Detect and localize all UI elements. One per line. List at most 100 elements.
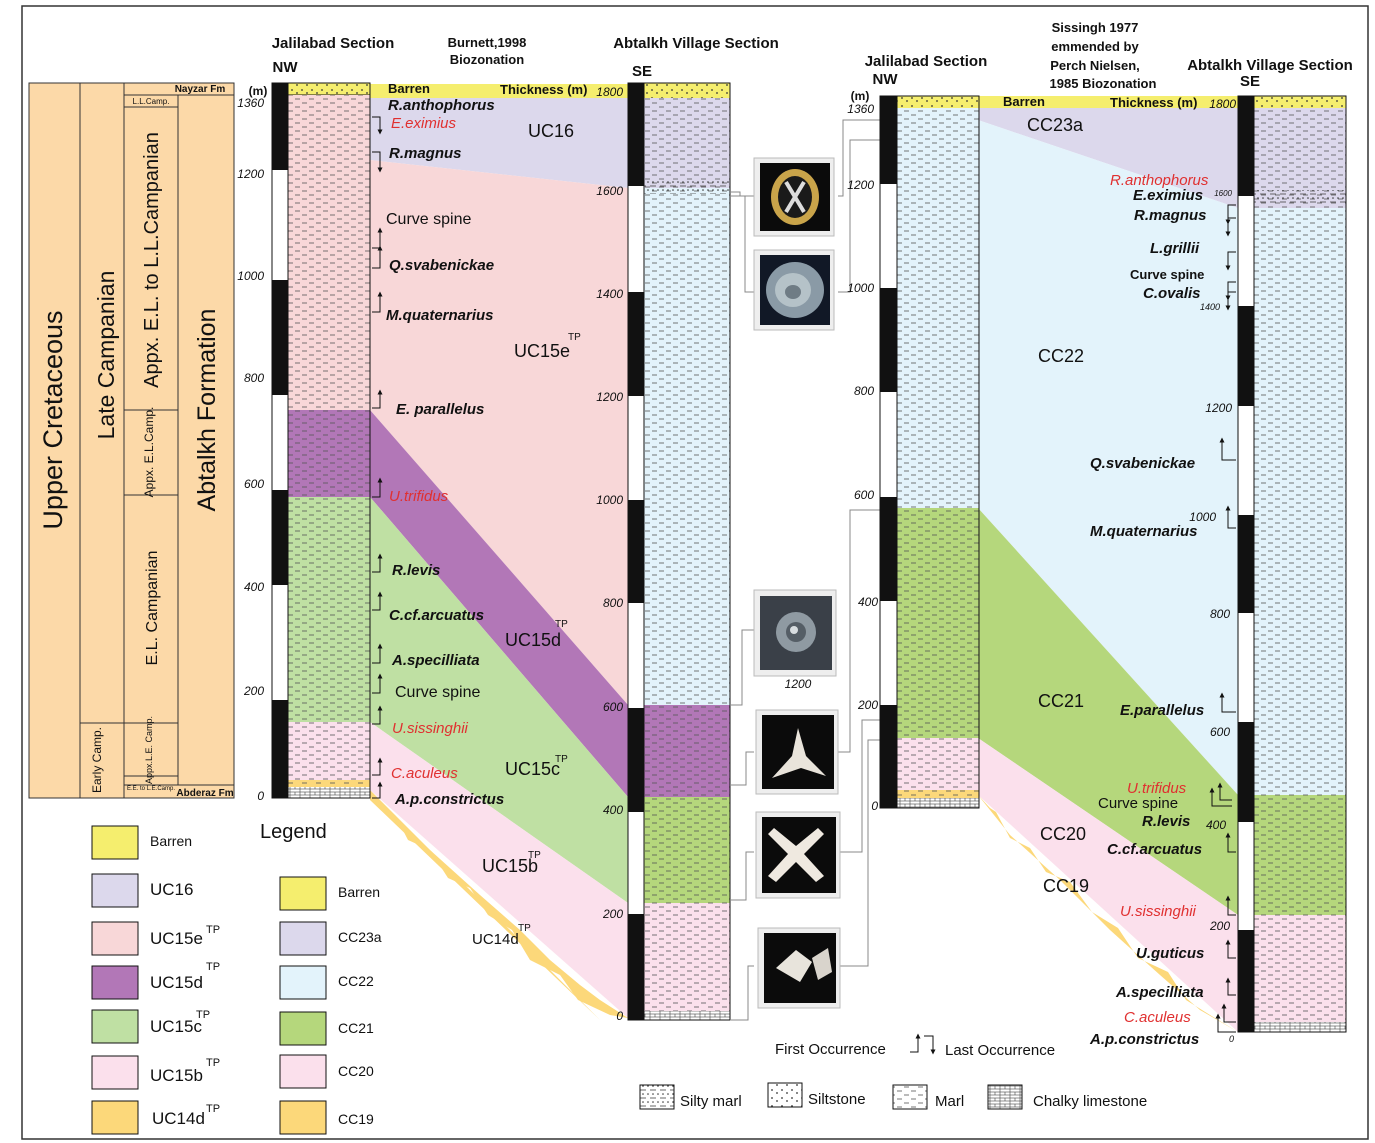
last-occurrence-icon xyxy=(924,1035,936,1055)
right-jalilabad-dir: NW xyxy=(873,71,899,88)
right-jal-tick: 1000 xyxy=(847,281,874,295)
left-headers: Jalilabad Section NW Burnett,1998 Biozon… xyxy=(249,35,779,98)
left-jal-barren-pattern xyxy=(288,83,370,95)
right-sp-q-svabenickae: Q.svabenickae xyxy=(1090,455,1195,472)
left-abt-tick-labels: 1800 1600 1400 1200 1000 800 600 400 200… xyxy=(596,85,623,1023)
left-sp-m-quaternarius: M.quaternarius xyxy=(386,307,494,324)
right-sp-a-p-constrictus: A.p.constrictus xyxy=(1089,1031,1199,1048)
right-jal-black-2 xyxy=(880,288,897,392)
left-sp-q-svabenickae: Q.svabenickae xyxy=(389,257,494,274)
right-jal-tick: 0 xyxy=(871,799,878,813)
zone-uc15b-tp: TP xyxy=(528,850,541,861)
microfossil-photos: 1200 xyxy=(730,119,880,1021)
right-sp-e-parallelus: E.parallelus xyxy=(1120,702,1204,719)
left-abt-tick: 1000 xyxy=(596,493,623,507)
legend-label: CC21 xyxy=(338,1020,374,1036)
burnett-subtitle: Biozonation xyxy=(450,52,524,67)
left-jalilabad-title: Jalilabad Section xyxy=(272,35,395,52)
left-abt-siltymarl xyxy=(644,180,730,194)
left-sp-c-cf-arcuatus: C.cf.arcuatus xyxy=(389,607,484,624)
left-species-markers xyxy=(372,116,383,799)
right-jal-tick: 800 xyxy=(854,384,874,398)
right-abtalkh-column: 1800 1600 1400 1200 1000 800 600 400 200… xyxy=(1189,95,1347,1044)
right-abt-tick: 400 xyxy=(1206,818,1226,832)
right-sp-curve-spine-2: Curve spine xyxy=(1098,795,1178,812)
zone-uc15c: UC15c xyxy=(505,759,560,779)
legend-label: UC16 xyxy=(150,880,193,899)
zone-uc15d: UC15d xyxy=(505,630,561,650)
left-jal-tick: 400 xyxy=(244,580,264,594)
left-abt-tick: 1800 xyxy=(596,85,623,99)
left-abt-tick: 0 xyxy=(616,1009,623,1023)
right-jal-outline xyxy=(896,95,980,809)
left-jal-outline xyxy=(287,82,371,799)
right-abt-tick: 200 xyxy=(1209,919,1230,933)
left-abt-tick: 1200 xyxy=(596,390,623,404)
sissingh-line1: Sissingh 1977 xyxy=(1052,20,1139,35)
legend-swatch xyxy=(91,1055,139,1090)
left-jal-tick: 200 xyxy=(243,684,264,698)
legend-lithology: Silty marl Siltstone Marl Chalky limesto… xyxy=(639,1082,1147,1110)
left-abt-barren-pattern xyxy=(644,83,730,98)
el-campanian-label: E.L. Campanian xyxy=(144,551,161,666)
left-jal-tick: 800 xyxy=(244,371,264,385)
legend-swatch xyxy=(279,1054,327,1089)
late-campanian-box xyxy=(79,82,125,724)
right-sp-e-eximius: E.eximius xyxy=(1133,187,1203,204)
right-sp-r-magnus: R.magnus xyxy=(1134,207,1207,224)
right-abt-tick: 1800 xyxy=(1209,97,1236,111)
legend-burnett: Barren UC16 UC15e TP UC15d TP UC15c TP U… xyxy=(91,825,220,1135)
left-jal-tick: 600 xyxy=(244,477,264,491)
band-uc15b xyxy=(370,722,628,1018)
left-zone-bands xyxy=(370,84,628,1020)
legend-lith-label: Silty marl xyxy=(680,1093,742,1110)
right-jal-tick-labels: 1360 1200 1000 800 600 400 200 0 xyxy=(847,102,878,813)
legend-title: Legend xyxy=(260,821,327,843)
left-jal-tick: 0 xyxy=(257,789,264,803)
right-abt-tick: 1600 xyxy=(1214,189,1232,198)
zone-uc15d-tp: TP xyxy=(555,619,568,630)
abtalkh-fm-box xyxy=(177,94,235,786)
right-sp-c-ovalis: C.ovalis xyxy=(1143,285,1201,302)
legend-tp: TP xyxy=(196,1009,210,1021)
left-abt-black-1 xyxy=(628,83,644,186)
right-jal-tick: 400 xyxy=(858,595,878,609)
left-abt-tick: 800 xyxy=(603,596,623,610)
right-headers: Jalilabad Section NW (m) Sissingh 1977 e… xyxy=(851,20,1353,103)
left-abtalkh-title: Abtalkh Village Section xyxy=(613,35,779,52)
band-cc20 xyxy=(978,738,1238,1032)
left-jal-chalky xyxy=(288,787,370,798)
zone-uc15b: UC15b xyxy=(482,856,538,876)
right-jal-thickness-bar xyxy=(879,95,898,809)
sissingh-line2: emmended by xyxy=(1051,39,1139,54)
left-jalilabad-dir: NW xyxy=(273,59,299,76)
left-unit-label: (m) xyxy=(249,84,268,98)
right-thickness-label: Thickness (m) xyxy=(1110,95,1197,110)
left-thickness-label: Thickness (m) xyxy=(500,82,587,97)
zone-uc16: UC16 xyxy=(528,121,574,141)
band-barren-right xyxy=(978,96,1238,108)
first-occurrence-label: First Occurrence xyxy=(775,1041,886,1058)
legend-label: CC22 xyxy=(338,973,374,989)
left-jal-tick: 1200 xyxy=(237,167,264,181)
first-occurrence-icon xyxy=(910,1033,921,1053)
right-abt-tick: 1400 xyxy=(1200,302,1220,312)
left-jal-tick-labels: 1360 1200 1000 800 600 400 200 0 xyxy=(237,96,264,803)
siltstone-swatch xyxy=(767,1082,803,1108)
zone-cc23a: CC23a xyxy=(1027,115,1084,135)
legend-label: CC19 xyxy=(338,1111,374,1127)
left-jal-thickness-bar xyxy=(271,82,289,799)
legend-tp: TP xyxy=(206,924,220,936)
photo-6-nannofossil xyxy=(776,950,812,982)
right-sp-a-specilliata: A.specilliata xyxy=(1115,984,1204,1001)
right-jal-black-3 xyxy=(880,497,897,601)
left-barren-label: Barren xyxy=(388,81,430,96)
band-uc15d xyxy=(370,410,628,797)
legend-label: Barren xyxy=(338,884,380,900)
appx-le-box xyxy=(123,722,179,777)
right-abt-marl-pattern xyxy=(1254,108,1346,1022)
legend-lith-label: Chalky limestone xyxy=(1033,1093,1147,1110)
chalky-limestone-swatch xyxy=(987,1084,1023,1110)
left-abt-chalky xyxy=(644,1011,730,1020)
right-abt-outline xyxy=(1253,95,1347,1033)
